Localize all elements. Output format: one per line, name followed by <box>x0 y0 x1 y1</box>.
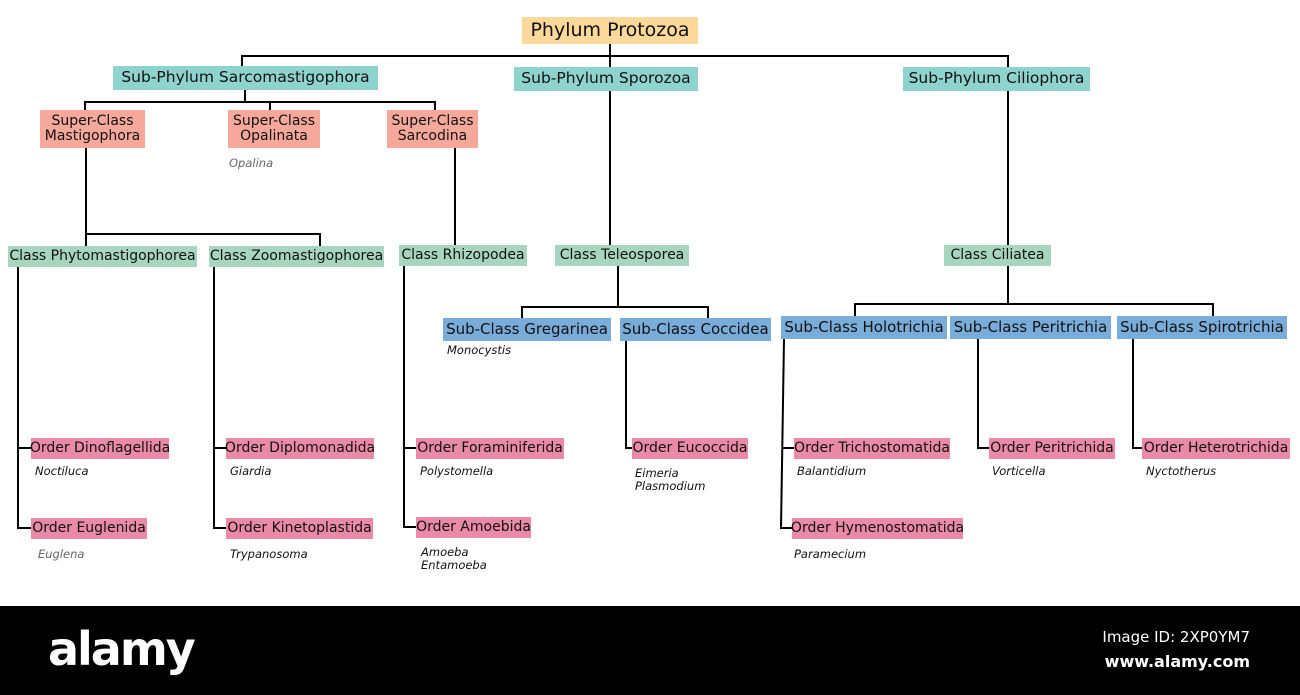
connector-line <box>241 55 1009 67</box>
example-organism-amoeba: Amoeba Entamoeba <box>421 545 487 573</box>
class-node-c-zoo: Class Zoomastigophorea <box>209 246 384 267</box>
class-node-c-teleo: Class Teleosporea <box>555 245 689 266</box>
order-node-o-eugl: Order Euglenida <box>31 518 147 539</box>
order-node-o-diplo: Order Diplomonadida <box>225 438 375 459</box>
order-node-o-hetero: Order Heterotrichida <box>1142 438 1290 459</box>
subclass-node-sub-spiro: Sub-Class Spirotrichia <box>1117 316 1287 339</box>
example-organism-nyctotherus: Nyctotherus <box>1146 464 1217 478</box>
superclass-node-sc-mastig: Super-Class Mastigophora <box>40 110 145 148</box>
example-organism-noctiluca: Noctiluca <box>35 464 89 478</box>
order-node-o-tricho: Order Trichostomatida <box>794 438 950 459</box>
order-node-o-dino: Order Dinoflagellida <box>30 438 170 459</box>
image-id-label: Image ID: 2XP0YM7 <box>1102 628 1250 646</box>
connector-line <box>213 267 226 529</box>
connector-line <box>625 341 632 449</box>
subphylum-node-sp-sarco: Sub-Phylum Sarcomastigophora <box>113 66 378 90</box>
connector-line <box>779 338 792 529</box>
connector-lines <box>17 44 1214 529</box>
order-node-o-perit: Order Peritrichida <box>989 438 1115 459</box>
connector-line <box>521 306 709 318</box>
subclass-node-sub-cocc: Sub-Class Coccidea <box>620 318 771 341</box>
example-organism-polystomella: Polystomella <box>420 464 494 478</box>
order-node-o-kineto: Order Kinetoplastida <box>226 518 373 539</box>
subphylum-node-sp-sporo: Sub-Phylum Sporozoa <box>514 67 698 91</box>
order-node-o-foram: Order Foraminiferida <box>416 438 564 459</box>
superclass-node-sc-sarcod: Super-Class Sarcodina <box>387 110 478 148</box>
alamy-logo: alamy <box>48 622 196 676</box>
site-url: www.alamy.com <box>1104 652 1250 671</box>
example-organism-giardia: Giardia <box>230 464 272 478</box>
superclass-node-sc-opal: Super-Class Opalinata <box>228 110 320 148</box>
order-node-o-hymeno: Order Hymenostomatida <box>791 518 964 539</box>
order-node-o-euco: Order Eucoccida <box>632 438 748 459</box>
class-node-c-phyto: Class Phytomastigophorea <box>8 246 197 267</box>
connector-line <box>403 266 416 528</box>
example-organism-monocystis: Monocystis <box>447 343 512 357</box>
connector-line <box>1132 339 1142 449</box>
subclass-node-sub-holo: Sub-Class Holotrichia <box>781 316 947 339</box>
phylum-node-phylum: Phylum Protozoa <box>522 17 698 44</box>
example-organism-opalina: Opalina <box>229 156 274 170</box>
subphylum-node-sp-cilio: Sub-Phylum Ciliophora <box>903 67 1090 91</box>
connector-line <box>84 101 436 110</box>
example-organism-euglena: Euglena <box>38 547 85 561</box>
order-node-o-amoe: Order Amoebida <box>416 517 531 538</box>
footer-bar: alamy Image ID: 2XP0YM7 www.alamy.com <box>0 606 1300 695</box>
example-organism-trypanosoma: Trypanosoma <box>230 547 308 561</box>
example-organism-paramecium: Paramecium <box>794 547 867 561</box>
class-node-c-rhizo: Class Rhizopodea <box>399 245 527 266</box>
example-organism-eimeria: Eimeria Plasmodium <box>635 466 706 494</box>
connector-line <box>85 148 321 246</box>
example-organism-vorticella: Vorticella <box>992 464 1046 478</box>
connector-line <box>977 339 989 449</box>
class-node-c-cil: Class Ciliatea <box>944 245 1051 266</box>
subclass-node-sub-peri: Sub-Class Peritrichia <box>950 316 1111 339</box>
subclass-node-sub-greg: Sub-Class Gregarinea <box>443 318 611 341</box>
connector-line <box>17 267 31 529</box>
connector-line <box>854 303 1214 316</box>
example-organism-balantidium: Balantidium <box>797 464 867 478</box>
